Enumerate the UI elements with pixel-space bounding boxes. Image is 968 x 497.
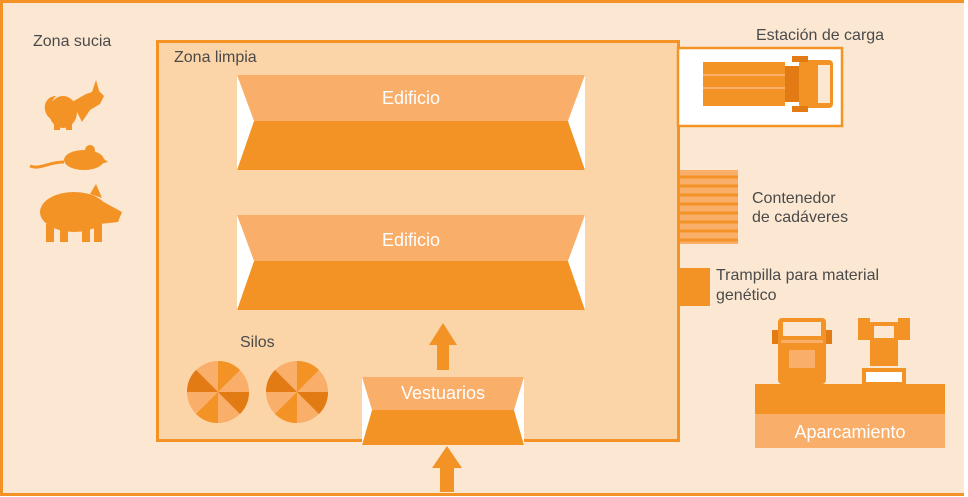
changing-rooms	[362, 377, 524, 445]
silo-2	[265, 360, 329, 424]
genetic-hatch-label-line2: genético	[716, 287, 777, 304]
loading-station-label: Estación de carga	[756, 27, 885, 44]
building-1-label: Edificio	[381, 88, 441, 108]
truck-icon	[703, 56, 833, 112]
carcass-container	[680, 170, 738, 244]
tractor-icon	[858, 318, 910, 384]
carcass-container-label-line1: Contenedor	[752, 190, 836, 207]
carcass-container-label-line2: de cadáveres	[752, 209, 849, 226]
mouse-icon	[29, 145, 108, 170]
dirty-zone-label: Zona sucia	[33, 33, 112, 50]
silos-label: Silos	[240, 334, 275, 351]
building-2-label: Edificio	[381, 230, 441, 250]
clean-zone-label: Zona limpia	[174, 49, 257, 66]
arrow-up-icon	[432, 446, 462, 492]
wild-boar-icon	[40, 184, 122, 242]
parking-area	[755, 384, 945, 448]
genetic-material-hatch	[680, 268, 710, 306]
parked-truck-icon	[772, 318, 832, 384]
fox-icon	[44, 80, 104, 130]
building-2	[237, 215, 585, 310]
genetic-hatch-label-line1: Trampilla para material	[716, 267, 880, 284]
parking-label: Aparcamiento	[794, 422, 906, 442]
changing-rooms-label: Vestuarios	[400, 383, 486, 403]
silo-1	[186, 360, 250, 424]
arrow-up-icon	[429, 323, 457, 370]
building-1	[237, 75, 585, 170]
